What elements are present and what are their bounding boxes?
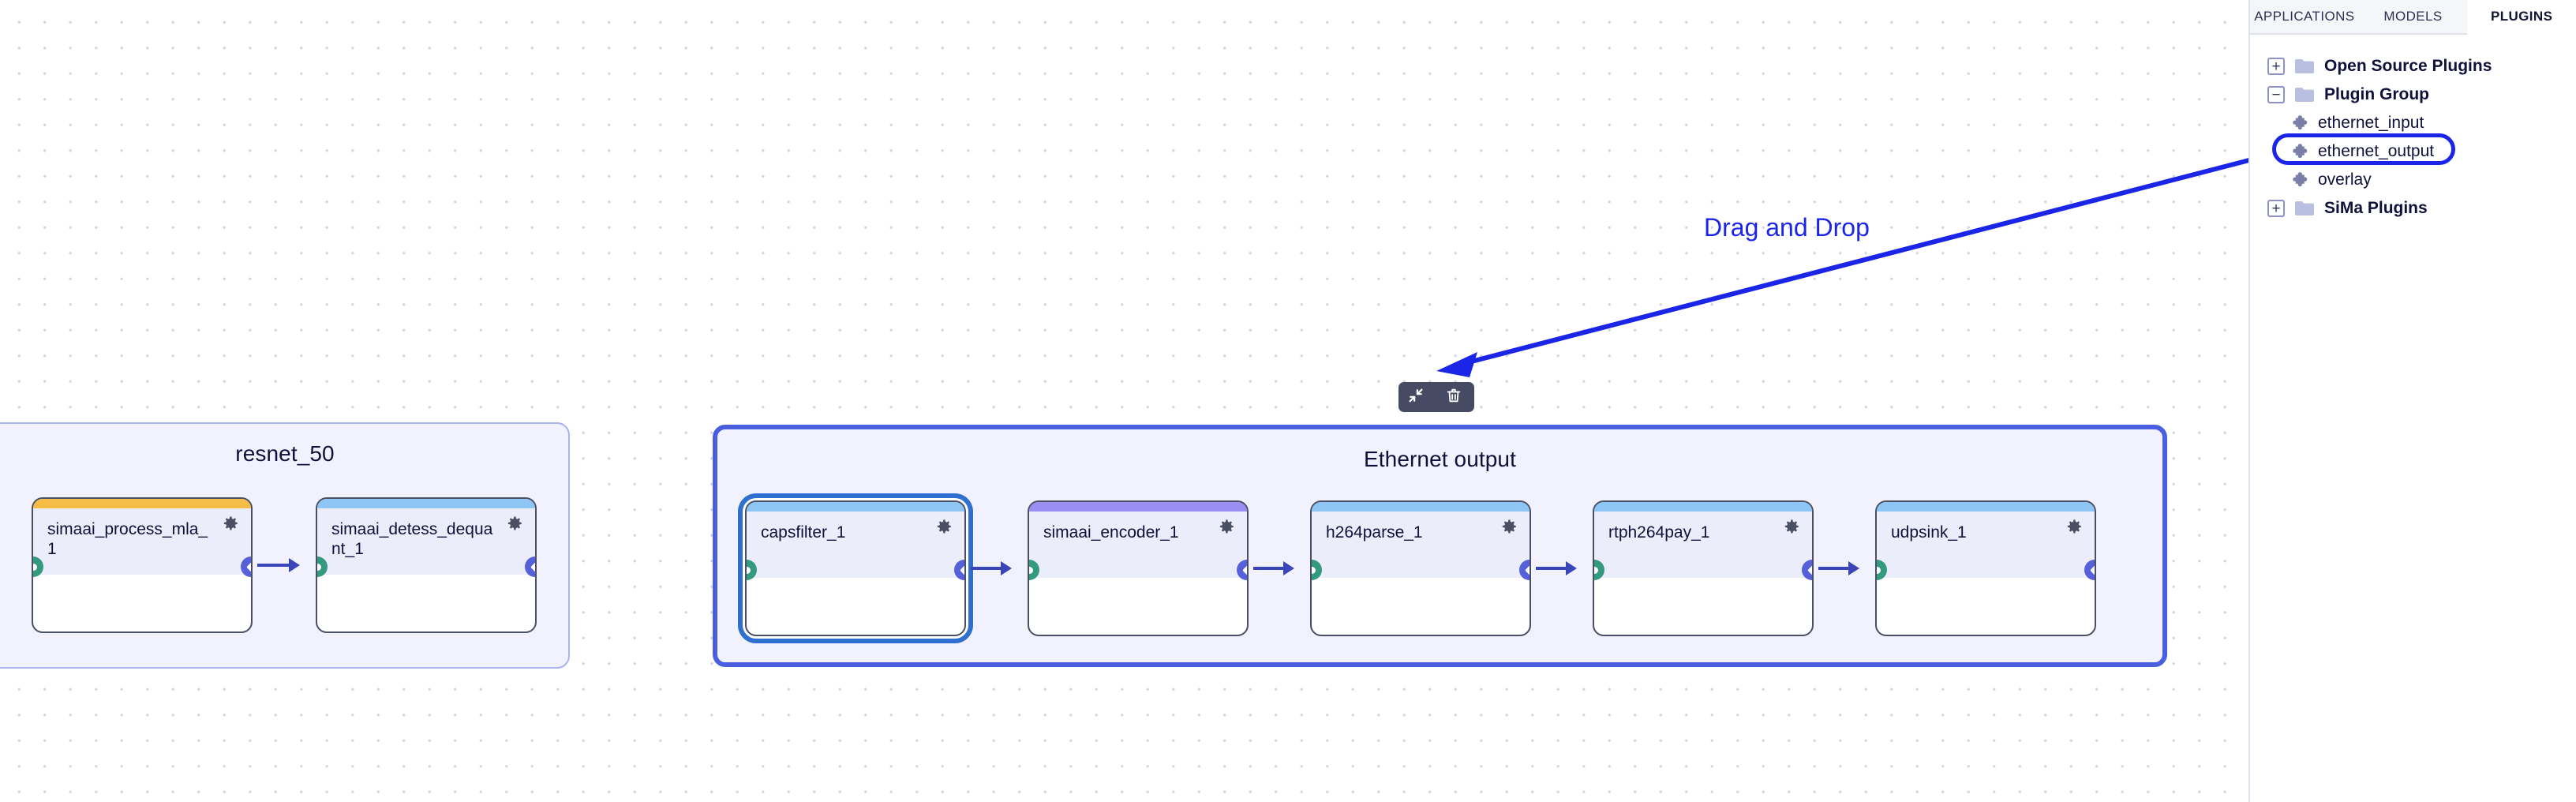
tree-item-overlay[interactable]: overlay: [2250, 166, 2576, 194]
edge-connector: [971, 567, 1009, 570]
node-simaai-encoder-1[interactable]: simaai_encoder_1: [1028, 500, 1249, 636]
puzzle-piece-icon: [2291, 114, 2310, 133]
group-action-toolbar[interactable]: [1398, 382, 1474, 412]
node-input-port[interactable]: [747, 560, 757, 580]
node-input-port[interactable]: [33, 557, 43, 577]
expand-icon[interactable]: +: [2267, 200, 2285, 217]
tab-applications[interactable]: APPLICATIONS: [2254, 9, 2355, 24]
tree-item-ethernet-input[interactable]: ethernet_input: [2250, 109, 2576, 137]
node-capsfilter-1[interactable]: capsfilter_1: [745, 500, 966, 636]
node-accent-bar: [33, 499, 251, 508]
node-output-port[interactable]: [2084, 560, 2095, 580]
edge-arrowhead: [1001, 561, 1012, 575]
expand-icon[interactable]: +: [2267, 58, 2285, 75]
folder-icon: [2294, 200, 2315, 217]
node-title: h264parse_1: [1326, 523, 1423, 542]
node-simaai-detess-dequant-1[interactable]: simaai_detess_dequant_1: [316, 497, 537, 633]
node-output-port[interactable]: [954, 560, 964, 580]
tree-item-label: Plugin Group: [2324, 85, 2429, 103]
plugin-tree: + Open Source Plugins − Plugin Group eth…: [2250, 35, 2576, 223]
node-accent-bar: [747, 502, 964, 512]
node-input-port[interactable]: [1029, 560, 1039, 580]
edge-connector: [257, 564, 297, 567]
edge-arrowhead: [1283, 561, 1294, 575]
collapse-icon[interactable]: −: [2267, 86, 2285, 103]
edge-arrowhead: [1848, 561, 1859, 575]
gear-icon[interactable]: [219, 513, 240, 534]
node-rtph264pay-1[interactable]: rtph264pay_1: [1593, 500, 1814, 636]
node-title: udpsink_1: [1891, 523, 1967, 542]
tree-item-label: SiMa Plugins: [2324, 199, 2428, 217]
node-header: [317, 508, 535, 575]
node-input-port[interactable]: [1877, 560, 1887, 580]
trash-icon[interactable]: [1445, 387, 1466, 407]
gear-icon[interactable]: [933, 516, 953, 537]
node-input-port[interactable]: [1594, 560, 1604, 580]
node-accent-bar: [1312, 502, 1530, 512]
tab-models[interactable]: MODELS: [2383, 9, 2443, 24]
node-output-port[interactable]: [1237, 560, 1247, 580]
tab-plugins[interactable]: PLUGINS: [2467, 0, 2576, 35]
gear-icon[interactable]: [1498, 516, 1518, 537]
tree-item-label: ethernet_output: [2318, 142, 2435, 160]
folder-icon: [2294, 86, 2315, 103]
node-output-port[interactable]: [1802, 560, 1812, 580]
tree-item-label: overlay: [2318, 171, 2372, 189]
tree-item-label: Open Source Plugins: [2324, 57, 2492, 75]
node-title: simaai_detess_dequant_1: [331, 520, 493, 558]
tree-item-ethernet-output[interactable]: ethernet_output: [2250, 133, 2576, 166]
node-udpsink-1[interactable]: udpsink_1: [1875, 500, 2096, 636]
node-title: capsfilter_1: [761, 523, 846, 542]
flow-canvas[interactable]: resnet_50 simaai_process_mla_1 simaai_de…: [0, 0, 2248, 802]
node-title: rtph264pay_1: [1608, 523, 1710, 542]
panel-tabbar: APPLICATIONS MODELS PLUGINS: [2250, 0, 2576, 35]
node-simaai-process-mla-1[interactable]: simaai_process_mla_1: [32, 497, 253, 633]
node-output-port[interactable]: [241, 557, 251, 577]
edge-arrowhead: [289, 558, 300, 572]
node-header: [1594, 512, 1812, 578]
node-header: [1029, 512, 1247, 578]
tree-item-open-source-plugins[interactable]: + Open Source Plugins: [2250, 52, 2576, 81]
gear-icon[interactable]: [504, 513, 524, 534]
node-header: [33, 508, 251, 575]
edge-connector: [1818, 567, 1856, 570]
node-output-port[interactable]: [1519, 560, 1530, 580]
node-output-port[interactable]: [525, 557, 535, 577]
node-title: simaai_process_mla_1: [47, 520, 208, 558]
node-header: [1877, 512, 2095, 578]
node-h264parse-1[interactable]: h264parse_1: [1310, 500, 1531, 636]
node-input-port[interactable]: [1312, 560, 1322, 580]
node-accent-bar: [1877, 502, 2095, 512]
edge-connector: [1253, 567, 1291, 570]
edge-arrowhead: [1566, 561, 1577, 575]
node-input-port[interactable]: [317, 557, 328, 577]
tree-item-plugin-group[interactable]: − Plugin Group: [2250, 81, 2576, 109]
group-title-resnet-50: resnet_50: [235, 441, 335, 466]
node-header: [747, 512, 964, 578]
gear-icon[interactable]: [1780, 516, 1801, 537]
gear-icon[interactable]: [2063, 516, 2084, 537]
node-accent-bar: [1594, 502, 1812, 512]
collapse-icon[interactable]: [1407, 387, 1428, 407]
node-accent-bar: [1029, 502, 1247, 512]
tree-item-label: ethernet_input: [2318, 114, 2424, 132]
folder-icon: [2294, 58, 2315, 75]
group-title-ethernet-output: Ethernet output: [1364, 447, 1516, 471]
right-side-panel: APPLICATIONS MODELS PLUGINS + Open Sourc…: [2248, 0, 2576, 802]
edge-connector: [1536, 567, 1574, 570]
tree-item-sima-plugins[interactable]: + SiMa Plugins: [2250, 194, 2576, 223]
node-title: simaai_encoder_1: [1043, 523, 1179, 542]
gear-icon[interactable]: [1215, 516, 1236, 537]
node-header: [1312, 512, 1530, 578]
puzzle-piece-icon: [2291, 142, 2310, 161]
puzzle-piece-icon: [2291, 171, 2310, 189]
node-accent-bar: [317, 499, 535, 508]
